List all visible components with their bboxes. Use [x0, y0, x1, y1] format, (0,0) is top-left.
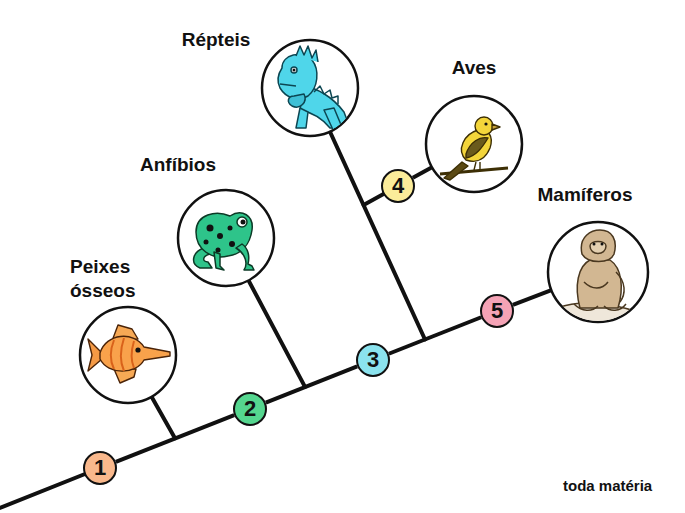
- step-number: 3: [356, 343, 390, 377]
- step-number: 5: [480, 294, 514, 328]
- taxon-circle: Aves: [426, 96, 522, 192]
- step-number-text: 1: [94, 457, 106, 479]
- step-number-text: 2: [244, 398, 256, 420]
- frog-figure: [194, 213, 254, 270]
- step-number: 1: [83, 451, 117, 485]
- taxon-label: Répteis: [182, 28, 251, 52]
- step-number: 2: [233, 392, 267, 426]
- branch-connector: [513, 290, 551, 305]
- iguana-figure: [278, 46, 350, 132]
- branch-connector: [389, 317, 481, 354]
- branch-connector: [116, 415, 234, 462]
- watermark: toda matéria: [563, 477, 652, 494]
- taxon-label: Peixes ósseos: [70, 255, 155, 303]
- step-number-text: 5: [491, 300, 503, 322]
- branch-lines: [0, 88, 425, 510]
- taxon-label: Mamíferos: [537, 183, 632, 207]
- taxon-circle: Mamíferos: [548, 222, 648, 322]
- taxon-label: Anfíbios: [140, 153, 216, 177]
- fish-figure: [88, 325, 170, 383]
- branch-connector: [266, 366, 357, 402]
- taxon-discs: [80, 40, 648, 403]
- taxon-circle: Peixes ósseos: [80, 307, 176, 403]
- taxon-circle: Anfíbios: [178, 190, 274, 286]
- step-number-text: 4: [392, 175, 404, 197]
- taxon-label: Aves: [452, 56, 497, 80]
- step-number-text: 3: [367, 349, 379, 371]
- step-number: 4: [381, 169, 415, 203]
- taxon-circle: Répteis: [262, 40, 358, 136]
- monkey-figure: [558, 230, 638, 328]
- branch-connector: [413, 167, 432, 178]
- bird-figure: [440, 117, 508, 180]
